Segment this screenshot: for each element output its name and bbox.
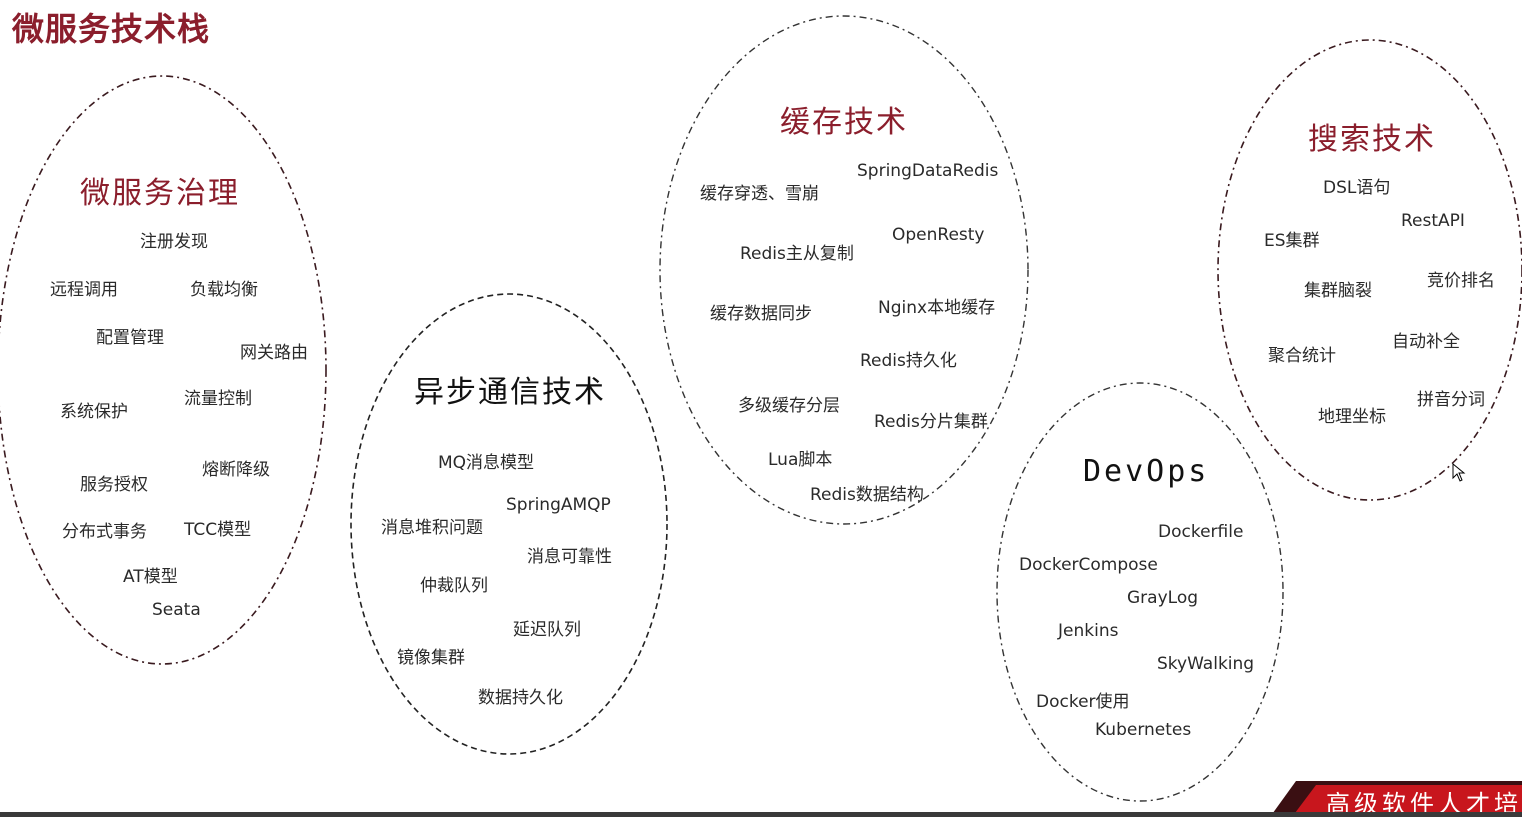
search-item: 地理坐标 [1318,407,1386,427]
governance-item: 分布式事务 [62,522,147,542]
search-item: DSL语句 [1323,178,1391,198]
async-item: 消息可靠性 [527,547,612,567]
devops-item: GrayLog [1127,588,1199,608]
cache-item: 缓存数据同步 [710,304,812,324]
cache-item: Redis数据结构 [810,485,924,505]
async-item: 消息堆积问题 [381,518,483,538]
search-item: 拼音分词 [1417,390,1485,410]
governance-item: 熔断降级 [202,460,270,480]
async-item: 仲裁队列 [420,576,488,596]
oval-search [1217,39,1522,501]
search-title: 搜索技术 [1308,122,1436,157]
governance-title: 微服务治理 [80,176,240,211]
cache-item: 多级缓存分层 [738,396,840,416]
bottom-bar [0,812,1522,817]
devops-title: DevOps [1083,454,1210,489]
cache-item: OpenResty [892,225,985,245]
cache-item: Redis持久化 [860,351,957,371]
governance-item: 服务授权 [80,475,148,495]
cache-item: SpringDataRedis [857,161,999,181]
governance-item: 流量控制 [184,389,252,409]
cache-item: Redis主从复制 [740,244,854,264]
async-title: 异步通信技术 [414,375,606,410]
page-title: 微服务技术栈 [12,10,211,48]
devops-item: Kubernetes [1095,720,1192,740]
cache-title: 缓存技术 [780,105,908,140]
devops-item: Dockerfile [1158,522,1244,542]
async-item: MQ消息模型 [438,453,535,473]
search-item: ES集群 [1264,231,1320,251]
governance-item: 负载均衡 [190,280,258,300]
banner-background [1270,781,1522,817]
search-item: 竞价排名 [1427,271,1495,291]
oval-async [350,293,668,755]
devops-item: SkyWalking [1157,654,1255,674]
governance-item: Seata [152,600,201,620]
cache-item: Nginx本地缓存 [878,298,996,318]
async-item: 延迟队列 [513,620,581,640]
mouse-cursor-icon [1452,463,1466,482]
governance-item: AT模型 [123,567,178,587]
governance-item: TCC模型 [184,520,252,540]
devops-item: Docker使用 [1036,692,1130,712]
governance-item: 注册发现 [140,232,208,252]
oval-cache [659,15,1029,525]
cache-item: Lua脚本 [768,450,833,470]
devops-item: DockerCompose [1019,555,1158,575]
governance-item: 网关路由 [240,343,308,363]
search-item: RestAPI [1401,211,1465,231]
devops-item: Jenkins [1058,621,1119,641]
async-item: 镜像集群 [397,648,465,668]
oval-devops [996,382,1284,802]
async-item: SpringAMQP [506,495,611,515]
cache-item: Redis分片集群 [874,412,988,432]
governance-item: 配置管理 [96,328,164,348]
cache-item: 缓存穿透、雪崩 [700,184,819,204]
async-item: 数据持久化 [478,688,563,708]
search-item: 自动补全 [1392,332,1460,352]
search-item: 集群脑裂 [1304,281,1372,301]
governance-item: 远程调用 [50,280,118,300]
governance-item: 系统保护 [60,402,128,422]
oval-governance [0,75,327,665]
search-item: 聚合统计 [1268,346,1336,366]
